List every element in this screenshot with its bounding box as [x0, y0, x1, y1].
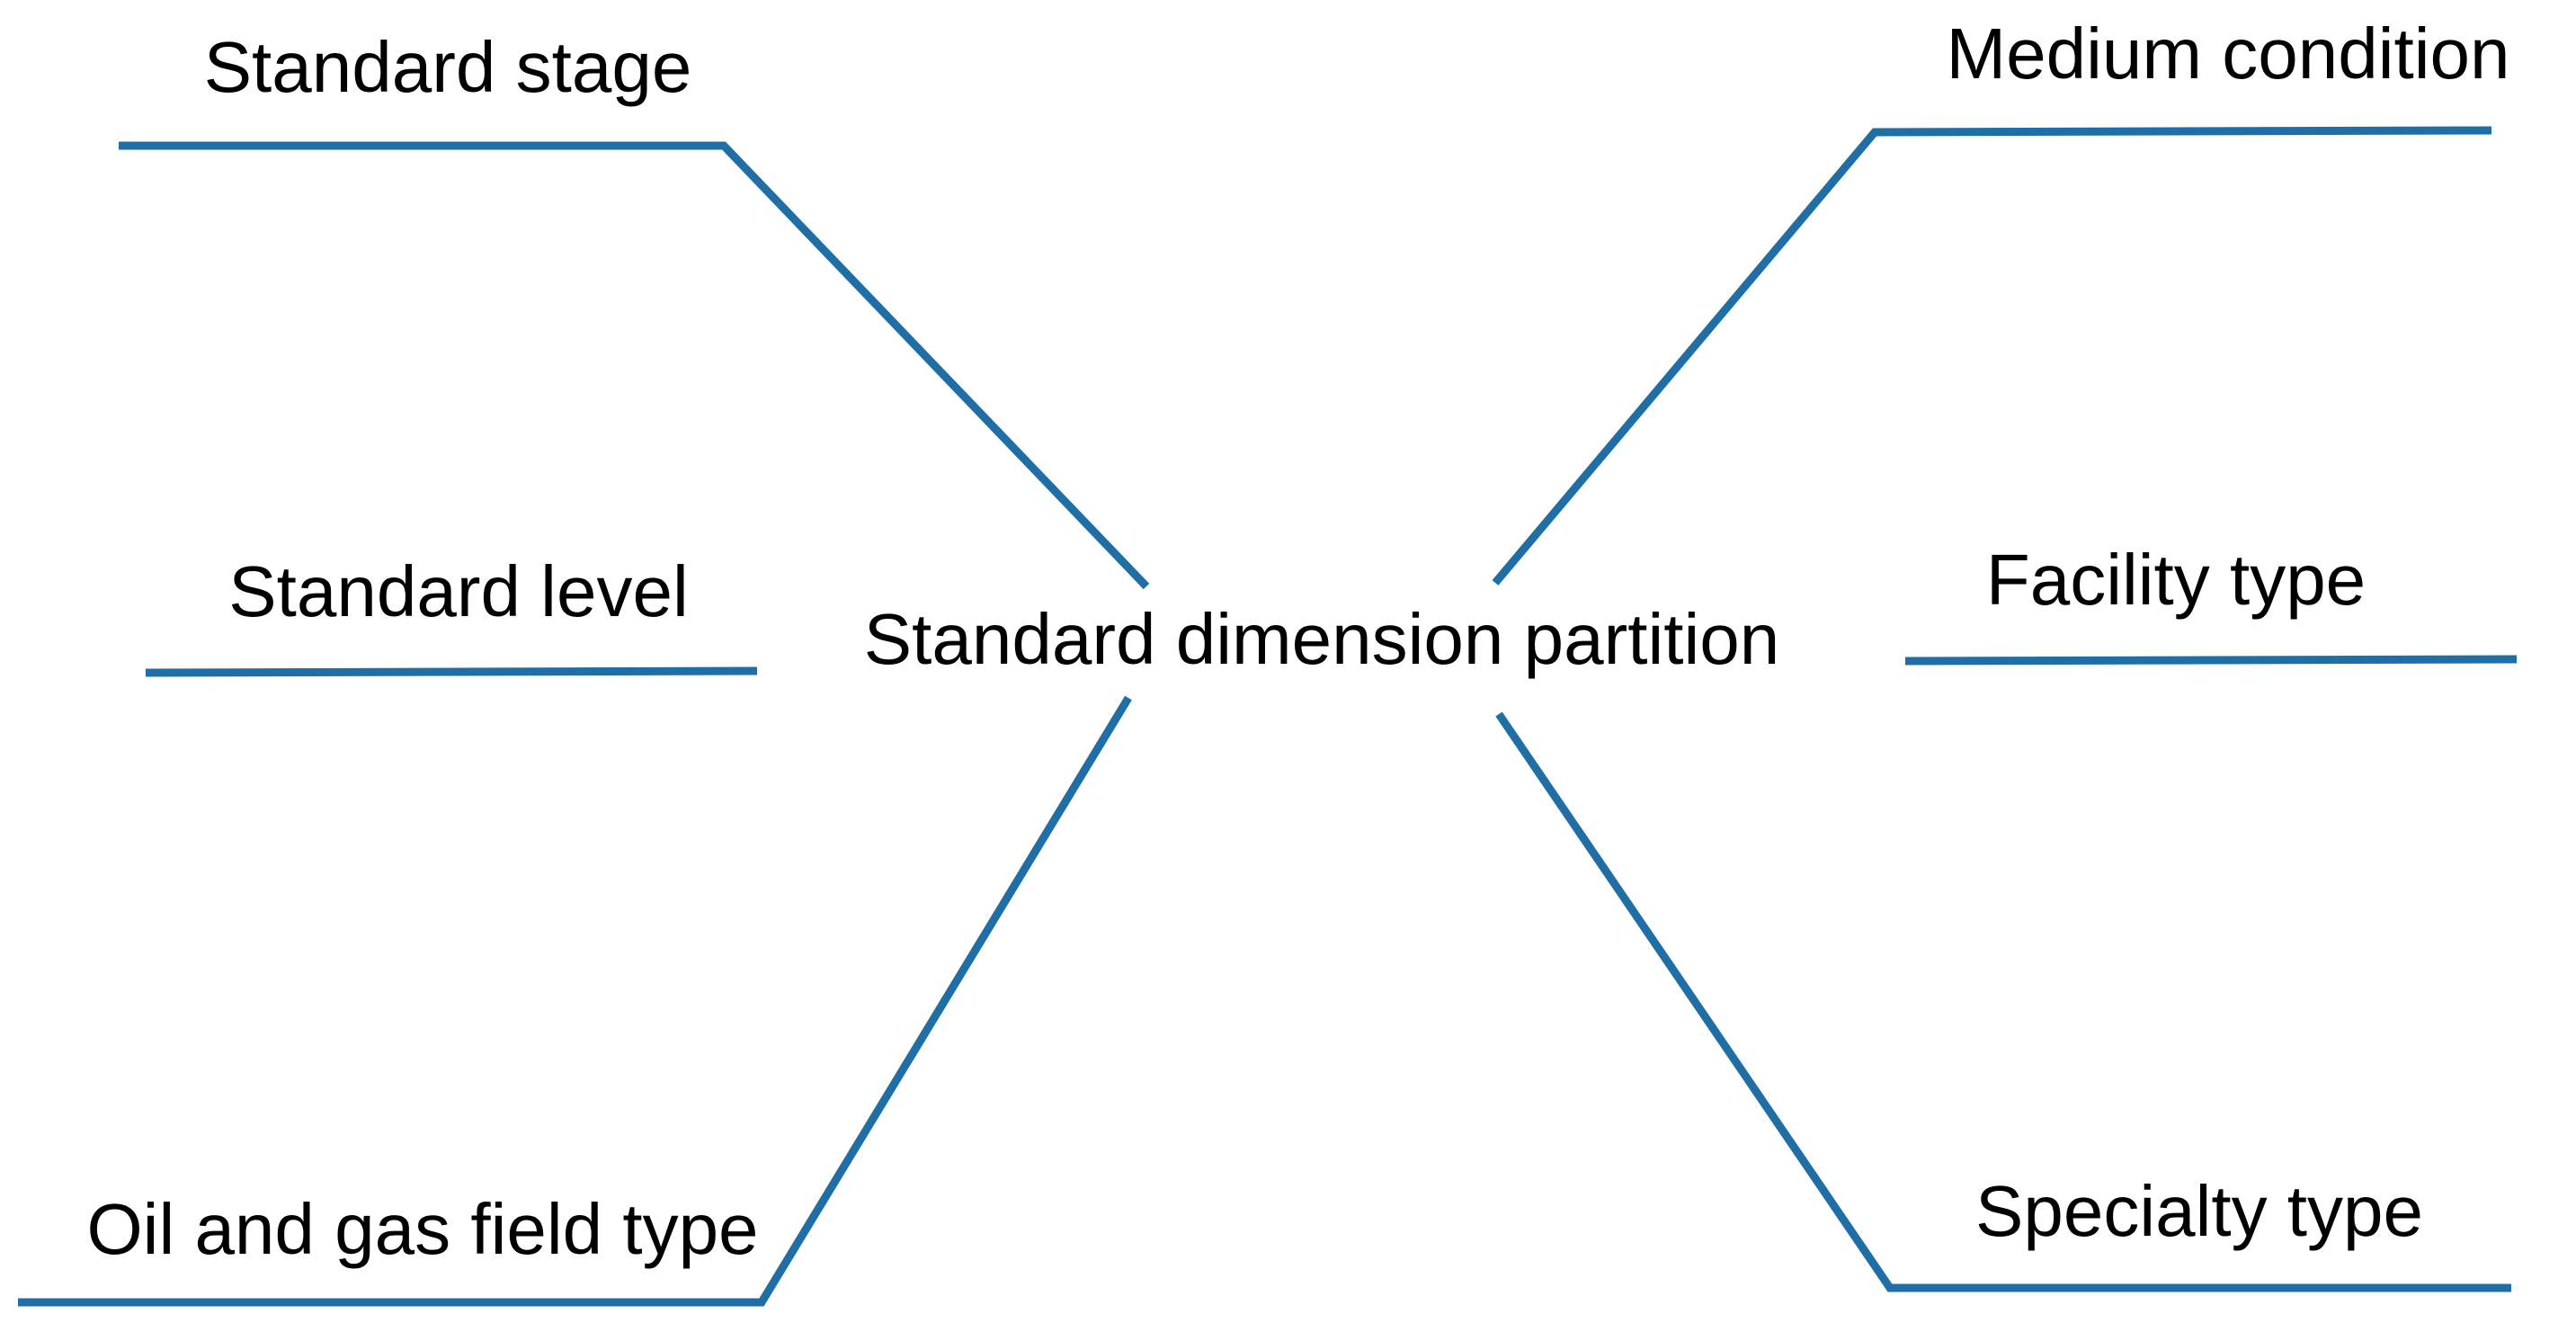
branch-label-specialty-type: Specialty type: [1975, 1171, 2423, 1251]
center-label: Standard dimension partition: [864, 599, 1779, 679]
branch-line-medium-condition: [1492, 126, 2492, 586]
branch-line-facility-type: [1904, 655, 2518, 666]
branch-line-standard-level: [145, 666, 758, 677]
branch-label-standard-stage: Standard stage: [204, 27, 692, 107]
branch-line-oil-gas-field-type: [18, 695, 1132, 1307]
branch-line-specialty-type: [1495, 711, 2511, 1292]
branch-label-facility-type: Facility type: [1986, 540, 2366, 620]
branch-label-oil-gas-field-type: Oil and gas field type: [86, 1189, 758, 1269]
branch-label-medium-condition: Medium condition: [1947, 13, 2510, 94]
branch-label-standard-level: Standard level: [228, 551, 688, 631]
branch-line-standard-stage: [119, 141, 1150, 590]
